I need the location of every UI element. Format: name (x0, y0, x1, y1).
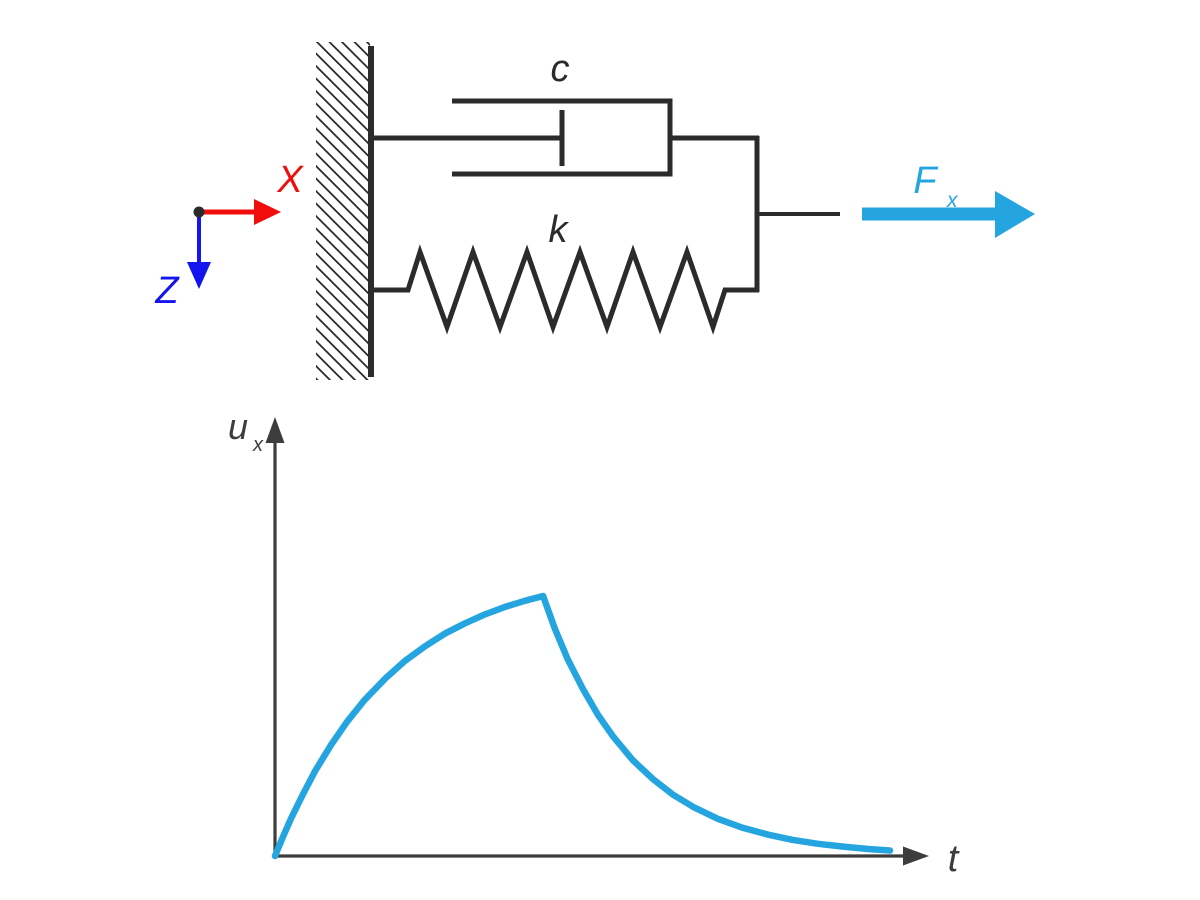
fixed-wall (316, 42, 374, 380)
coordinate-system: X Z (154, 159, 304, 312)
graph-y-label-subscript: x (252, 434, 264, 456)
force-arrow: F x (862, 160, 1035, 238)
rigid-link (754, 136, 840, 292)
graph-y-axis-arrowhead (265, 417, 285, 443)
spring: k (371, 209, 759, 335)
force-label: F (913, 160, 938, 202)
x-axis-arrowhead (254, 199, 281, 225)
spring-coil (371, 244, 759, 335)
damper: c (371, 48, 759, 177)
spring-label: k (549, 209, 570, 251)
creep-curve (271, 592, 894, 860)
force-arrowhead (995, 191, 1035, 238)
x-axis-label: X (276, 159, 304, 201)
graph-x-axis-arrowhead (903, 846, 929, 866)
origin-dot (193, 206, 205, 218)
displacement-graph: u x t (228, 406, 960, 880)
z-axis-label: Z (154, 270, 180, 312)
graph-x-label: t (948, 838, 960, 880)
force-label-subscript: x (946, 189, 959, 212)
wall-hatching (316, 42, 370, 380)
damper-label: c (551, 48, 570, 90)
z-axis-arrowhead (187, 262, 211, 289)
graph-y-label: u (228, 406, 248, 447)
